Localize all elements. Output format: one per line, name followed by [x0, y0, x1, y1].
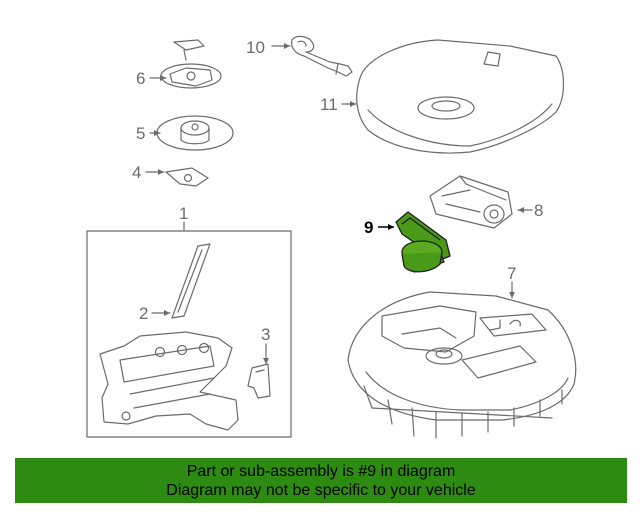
part-11-cover[interactable]	[356, 39, 565, 154]
part-10-tool[interactable]	[291, 35, 353, 77]
part-5-spacer[interactable]	[156, 115, 234, 151]
callout-11: 11	[320, 95, 338, 114]
callout-7: 7	[507, 264, 516, 283]
highlight-banner: Part or sub-assembly is #9 in diagram Di…	[15, 458, 627, 503]
part-4-bracket[interactable]	[165, 167, 209, 187]
callout-9: 9	[364, 218, 373, 237]
callout-10: 10	[246, 38, 265, 57]
part-8-block[interactable]	[429, 175, 513, 229]
callout-8: 8	[534, 201, 543, 220]
callout-6: 6	[136, 69, 145, 88]
jack-assembly[interactable]	[99, 331, 239, 431]
part-9-highlighted[interactable]	[395, 211, 451, 273]
part-6-plate[interactable]	[160, 39, 222, 89]
callout-1: 1	[179, 204, 188, 223]
part-3-clip[interactable]	[247, 363, 271, 399]
callout-2: 2	[139, 304, 148, 323]
banner-line-part: Part or sub-assembly is #9 in diagram	[186, 462, 456, 480]
part-2-handle[interactable]	[171, 243, 211, 319]
part-1-box	[86, 230, 292, 438]
callout-5: 5	[136, 124, 145, 143]
banner-line-disclaimer: Diagram may not be specific to your vehi…	[166, 481, 476, 499]
callout-3: 3	[261, 325, 270, 344]
callout-4: 4	[132, 163, 141, 182]
part-7-tray[interactable]	[347, 291, 577, 439]
